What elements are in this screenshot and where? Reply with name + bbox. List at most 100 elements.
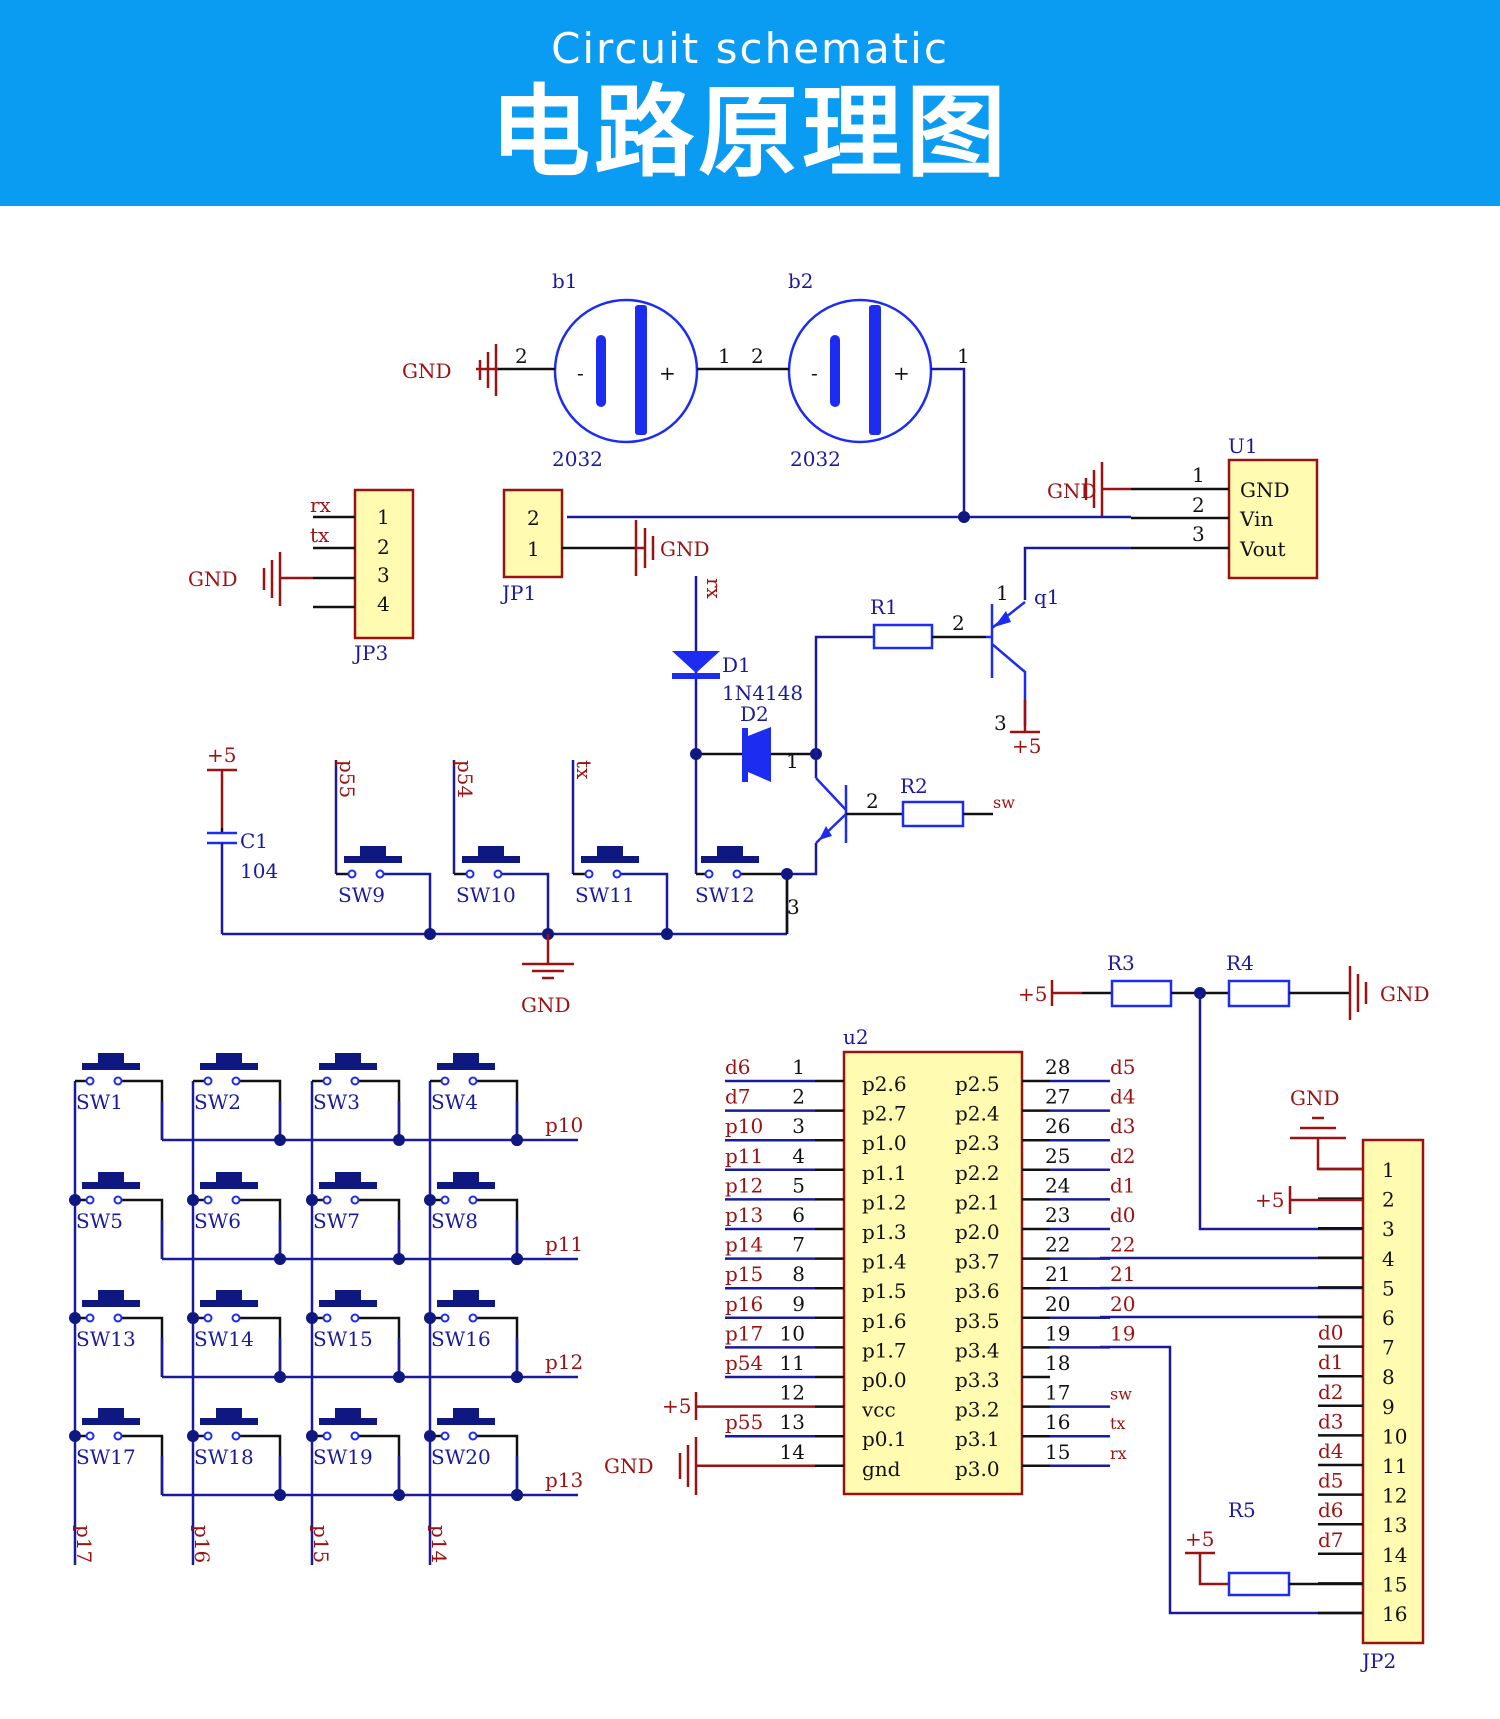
net-label: p12	[545, 1350, 583, 1374]
pin-number: 3	[792, 1114, 805, 1138]
keypad-switch: SW20	[430, 1408, 519, 1495]
pin-name: p2.1	[955, 1190, 1000, 1214]
pin-name: p1.7	[862, 1338, 907, 1362]
pin-number: 10	[1382, 1424, 1407, 1448]
switch-ref: SW14	[194, 1327, 254, 1351]
keypad-switch: SW2	[193, 1053, 282, 1140]
resistor-r4: R4	[1226, 951, 1291, 1008]
net-label: p54	[725, 1351, 763, 1375]
junction	[781, 868, 793, 880]
jp2-body	[1361, 1138, 1425, 1645]
junction	[424, 1312, 436, 1324]
gnd-symbol: GND	[604, 1437, 698, 1495]
junction	[274, 1371, 286, 1383]
net-label: p17	[725, 1321, 763, 1345]
svg-text:R3: R3	[1107, 951, 1135, 975]
pin-number: 10	[780, 1321, 805, 1345]
switch-ref: SW13	[76, 1327, 136, 1351]
keypad-row-p11: p11	[162, 1232, 583, 1261]
minus-sign: -	[811, 361, 818, 385]
svg-text:3: 3	[377, 563, 390, 587]
keypad-switch: SW16	[430, 1290, 519, 1377]
net-label: 20	[1110, 1292, 1135, 1316]
pin-number: 3	[1382, 1217, 1395, 1241]
junction	[393, 1489, 405, 1501]
u2-body	[842, 1050, 1024, 1496]
net-label: sw	[1110, 1385, 1132, 1404]
battery-minus-plate	[596, 335, 606, 407]
switch-ref: SW5	[76, 1209, 123, 1233]
junction	[511, 1371, 523, 1383]
jp2-pin-3: 3	[1318, 1217, 1395, 1241]
net-label: d5	[1318, 1469, 1344, 1493]
wire	[1198, 993, 1363, 1231]
pin-name: p3.7	[955, 1250, 1000, 1274]
junction	[69, 1430, 81, 1442]
pin-number: 2	[515, 344, 528, 368]
pin-number: 7	[792, 1233, 805, 1257]
svg-text:q1: q1	[1034, 585, 1060, 609]
net-label: p10	[545, 1113, 583, 1137]
resistor-r2: R2 sw	[900, 774, 1015, 828]
keypad-switch: SW4	[430, 1053, 519, 1140]
pin-name: p0.1	[862, 1427, 907, 1451]
pin-number: 13	[1382, 1513, 1407, 1537]
pin-name: vcc	[861, 1398, 896, 1422]
diode-d2: JP1 D2 1	[696, 702, 816, 782]
pin-number: 12	[780, 1381, 805, 1405]
pin-number: 6	[792, 1203, 805, 1227]
net-label: p54	[453, 760, 477, 798]
switch-ref: SW16	[431, 1327, 491, 1351]
svg-text:D1: D1	[722, 653, 751, 677]
pin-number: 9	[1382, 1395, 1395, 1419]
circuit-schematic: - + b1 2032 2 1 - + b2 2032 2 1 GND U1 G…	[69, 269, 1430, 1673]
junction	[511, 1253, 523, 1265]
d2-ref: D2	[740, 702, 769, 726]
pin-number: 1	[957, 344, 970, 368]
pin-name: p3.5	[955, 1309, 1000, 1333]
u1-ref: U1	[1228, 434, 1258, 458]
junction	[187, 1312, 199, 1324]
pin-number: 2	[1382, 1188, 1395, 1212]
plus-sign: +	[659, 361, 676, 385]
u2-pin-10: 10 p1.7 p17	[725, 1321, 907, 1362]
net-label: p14	[427, 1525, 451, 1563]
switch-ref: SW20	[431, 1445, 491, 1469]
plus5-symbol: +5	[1255, 1186, 1363, 1214]
svg-text:3: 3	[787, 895, 800, 919]
pin-name: p1.5	[862, 1279, 907, 1303]
pin-number: 1	[792, 1055, 805, 1079]
junction	[187, 1430, 199, 1442]
svg-text:104: 104	[240, 859, 278, 883]
pin-number: 2	[751, 344, 764, 368]
pin-number: 25	[1045, 1144, 1070, 1168]
net-label: d7	[725, 1085, 751, 1109]
gnd-symbol: GND	[521, 934, 574, 1017]
pin-number: 24	[1045, 1173, 1070, 1197]
gnd-symbol: GND	[1348, 966, 1430, 1020]
svg-text:GND: GND	[1240, 478, 1290, 502]
net-label: p16	[725, 1292, 763, 1316]
plus5-symbol: +5	[1018, 980, 1082, 1006]
svg-text:tx: tx	[310, 523, 330, 547]
jp2-pin-8: 8d1	[1318, 1350, 1395, 1389]
pin-name: p2.4	[955, 1102, 1000, 1126]
net-label: d2	[1318, 1380, 1344, 1404]
keypad-switch: SW19	[312, 1408, 401, 1495]
pin-name: p1.3	[862, 1220, 907, 1244]
battery-plus-plate	[869, 305, 881, 435]
pin-name: p2.2	[955, 1161, 1000, 1185]
pin-number: 14	[1382, 1543, 1407, 1567]
switch-ref: SW9	[338, 883, 385, 907]
junction	[424, 928, 436, 940]
keypad-row-p13: p13	[162, 1468, 583, 1497]
